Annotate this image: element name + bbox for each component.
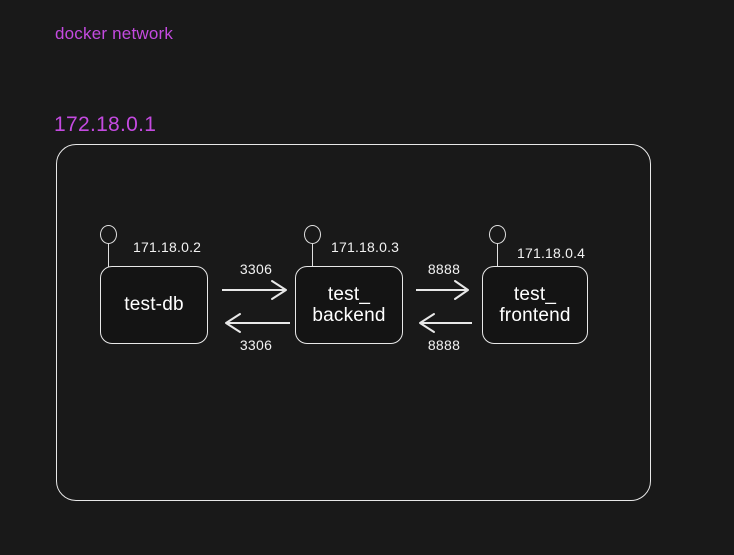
- node-ip-test-db: 171.18.0.2: [133, 239, 202, 255]
- node-box-test-db[interactable]: test-db: [100, 266, 208, 344]
- arrow-right-backend-to-frontend: [416, 280, 469, 300]
- arrow-left-frontend-to-backend: [419, 313, 472, 333]
- node-ip-test-frontend: 171.18.0.4: [517, 245, 586, 261]
- connection-label-db-to-backend: 3306: [239, 261, 273, 277]
- endpoint-circle-icon: [489, 225, 506, 244]
- diagram-title: docker network: [55, 24, 174, 43]
- connection-label-backend-to-db: 3306: [239, 337, 273, 353]
- node-label-test-db: test-db: [124, 294, 184, 316]
- endpoint-stem-icon: [107, 244, 110, 267]
- node-label-test-backend: test_ backend: [312, 283, 386, 326]
- docker-network-boundary: [56, 144, 651, 501]
- node-box-test-backend[interactable]: test_ backend: [295, 266, 403, 344]
- connection-label-frontend-to-backend: 8888: [427, 337, 461, 353]
- arrow-left-backend-to-db: [225, 313, 290, 333]
- endpoint-circle-icon: [100, 225, 117, 244]
- node-box-test-frontend[interactable]: test_ frontend: [482, 266, 588, 344]
- endpoint-stem-icon: [311, 244, 314, 267]
- node-ip-test-backend: 171.18.0.3: [331, 239, 400, 255]
- arrow-right-db-to-backend: [222, 280, 287, 300]
- network-ip-label: 172.18.0.1: [54, 113, 157, 136]
- endpoint-circle-icon: [304, 225, 321, 244]
- node-label-test-frontend: test_ frontend: [499, 283, 571, 326]
- connection-label-backend-to-frontend: 8888: [427, 261, 461, 277]
- endpoint-stem-icon: [496, 244, 499, 267]
